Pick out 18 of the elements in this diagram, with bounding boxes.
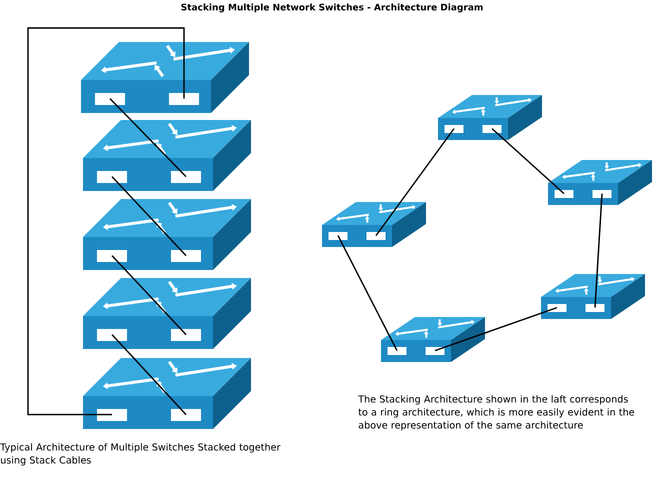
switch-drawing xyxy=(381,317,485,362)
switch-drawing xyxy=(81,42,249,113)
switch-drawing xyxy=(83,358,251,429)
caption: The Stacking Architecture shown in the laft corresponds to a ring architecture, which is more easily evident in the above representation of the same architecture xyxy=(358,395,634,430)
stack-cable xyxy=(375,128,455,236)
switch-drawing xyxy=(438,95,542,140)
switch-drawing xyxy=(83,278,251,349)
stack-cable xyxy=(492,128,564,194)
stack-cable xyxy=(434,306,558,352)
switch-drawing xyxy=(83,120,251,191)
title: Stacking Multiple Network Switches - Architecture Diagram xyxy=(181,4,483,12)
stack-cable xyxy=(27,27,185,416)
switch-drawing xyxy=(322,202,426,247)
stack-cable xyxy=(594,194,603,308)
switch-drawing xyxy=(541,274,645,319)
switch-drawing xyxy=(83,199,251,270)
caption: Typical Architecture of Multiple Switches Stacked together using Stack Cables xyxy=(0,443,280,466)
switch-drawing xyxy=(548,160,652,205)
